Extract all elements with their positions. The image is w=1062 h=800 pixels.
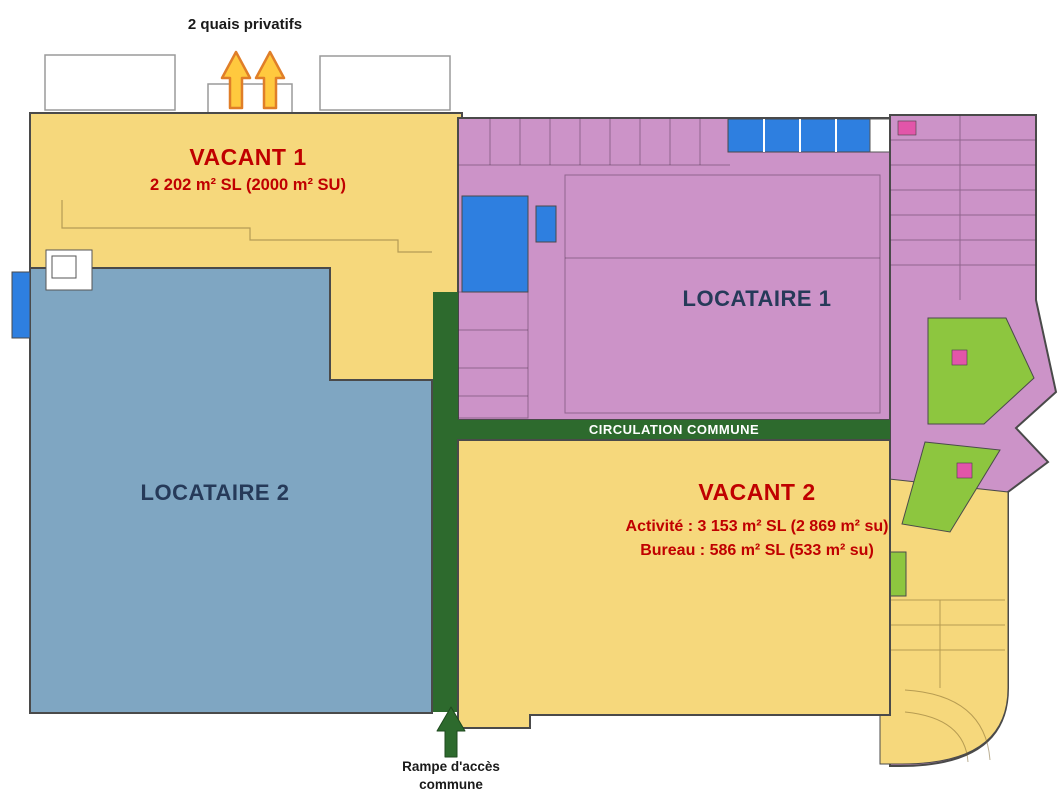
ramp-caption-line1: Rampe d'accès — [402, 759, 500, 774]
circulation-title: CIRCULATION COMMUNE — [588, 422, 760, 437]
dock-arrow-icon — [254, 50, 286, 110]
vacant2-area-office: Bureau : 586 m² SL (533 m² su) — [640, 542, 874, 559]
ramp-caption-line2: commune — [419, 777, 483, 792]
locataire2-title: LOCATAIRE 2 — [140, 480, 290, 505]
wing-room-walls — [885, 599, 1005, 688]
service-block-mid — [951, 349, 968, 366]
zone-locataire2-shape — [29, 267, 433, 714]
locataire1-top-room-dividers — [489, 118, 701, 165]
dock-area-left — [461, 195, 529, 293]
corridor-shape — [433, 292, 458, 712]
exterior-dock-box-right — [319, 55, 451, 111]
locataire1-inner-rect — [564, 174, 881, 414]
exterior-dock-box-left — [44, 54, 176, 111]
wing-vacant-shape — [879, 477, 1009, 765]
vacant1-area: 2 202 m² SL (2000 m² SU) — [150, 176, 346, 194]
vacant2-label-block: VACANT 2 Activité : 3 153 m² SL (2 869 m… — [540, 479, 974, 563]
vacant2-title: VACANT 2 — [698, 479, 816, 505]
dock-area-side — [11, 271, 31, 339]
vacant2-area-activity: Activité : 3 153 m² SL (2 869 m² su) — [625, 518, 889, 535]
dock-recess — [207, 83, 293, 115]
vacant1-inner-wall — [61, 200, 432, 253]
circulation-band-shape — [458, 420, 890, 440]
zone-locataire1-shape — [457, 117, 899, 421]
wing-curved-stairs — [904, 689, 991, 763]
vacant1-title: VACANT 1 — [189, 144, 307, 170]
vacant1-label-block: VACANT 1 2 202 m² SL (2000 m² SU) — [80, 144, 416, 195]
common-green-upper — [927, 317, 1035, 425]
dock-cell-small — [535, 205, 557, 243]
dock-arrow-icon — [220, 50, 252, 110]
ramp-caption: Rampe d'accès commune — [351, 758, 551, 794]
right-wing-room-walls — [890, 115, 1036, 300]
dock-caption: 2 quais privatifs — [187, 16, 303, 33]
locataire2-room-small — [51, 255, 77, 279]
service-block-low — [956, 462, 973, 479]
dock-top-dividers — [763, 119, 837, 152]
common-green-lower — [901, 441, 1001, 533]
locataire1-left-room-dividers — [458, 329, 528, 397]
service-block-top — [897, 120, 917, 136]
locataire1-title: LOCATAIRE 1 — [682, 286, 832, 311]
ramp-arrow-icon — [436, 706, 466, 758]
